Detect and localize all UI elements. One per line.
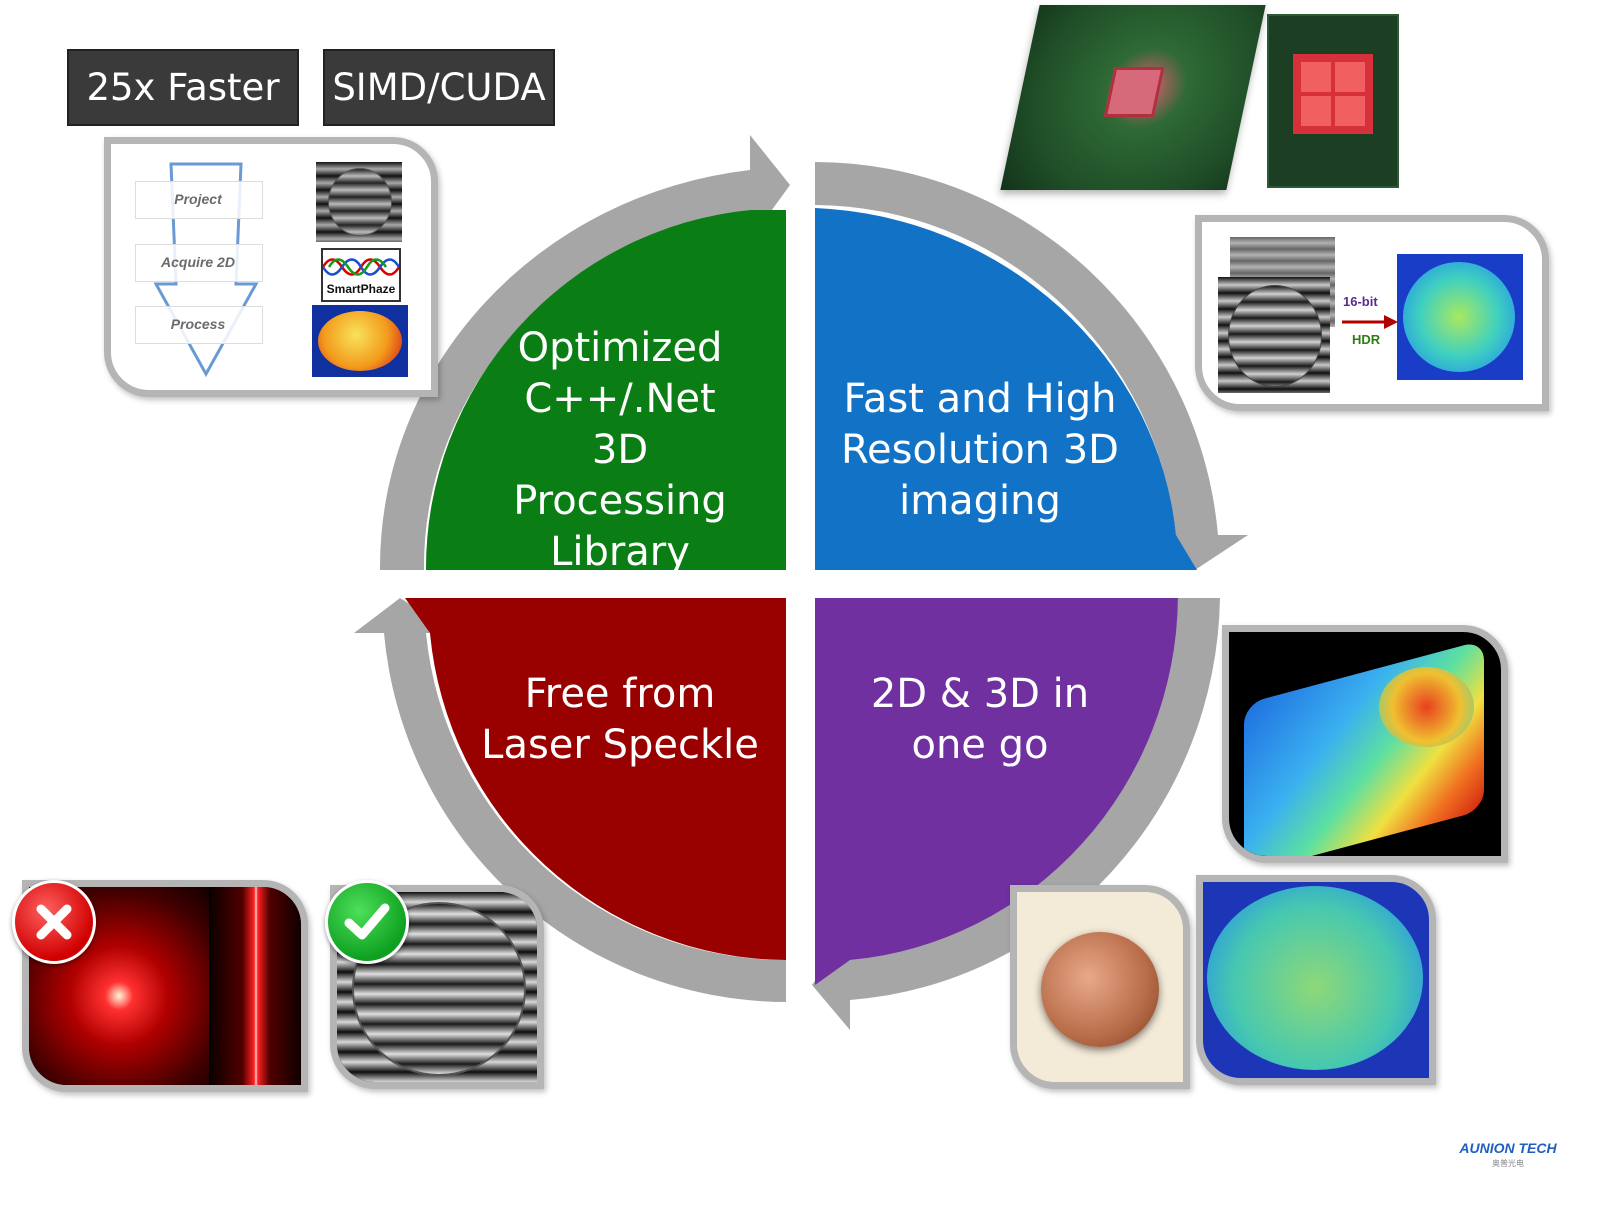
hdr-coin-image (1397, 254, 1523, 380)
x-icon (12, 880, 96, 964)
coin-3d-relief-image (1207, 886, 1423, 1070)
quadrant-bottom-left-label: Free from Laser Speckle (481, 671, 759, 768)
quadrant-bottom-left (405, 598, 786, 960)
quadrant-top-left (425, 210, 786, 570)
pipeline-step-box (135, 306, 263, 344)
coin-photo-panel (1010, 885, 1190, 1089)
quadrant-top-left-label: Optimized C++/.Net 3D Processing Library (513, 324, 727, 575)
pipeline-step-acquire: Acquire 2D (161, 254, 235, 270)
fringe-pattern-image (316, 162, 402, 242)
brand-sub: 奥普光电 (1492, 1159, 1524, 1168)
pipeline-step-box (135, 181, 263, 219)
hdr-mode-label: HDR (1352, 332, 1381, 347)
speckle-line-image (211, 887, 301, 1085)
pcb-3d-image (1000, 5, 1266, 190)
pipeline-panel: Project Acquire 2D Process SmartPhaze (104, 137, 438, 397)
quadrant-top-right (815, 208, 1197, 570)
smartphaze-logo-text: SmartPhaze (326, 282, 396, 296)
brand-logo: AUNION TECH (1459, 1140, 1557, 1156)
pipeline-step-process: Process (170, 316, 226, 332)
coin-3d-image (312, 305, 408, 377)
quadrant-bottom-right (815, 598, 1178, 985)
arrow-top-right (815, 162, 1248, 570)
pipeline-step-project: Project (174, 191, 222, 207)
arrow-top-left (379, 135, 790, 570)
pipeline-step-box (135, 244, 263, 282)
hdr-panel: 16-bit HDR (1195, 215, 1549, 411)
coin-3d-panel (1196, 875, 1436, 1085)
tag-25x-faster: 25x Faster (67, 49, 299, 126)
fringe-coin-image (1218, 277, 1330, 393)
arrow-right-icon (1342, 315, 1398, 329)
check-icon (325, 880, 409, 964)
quadrant-top-right-label: Fast and High Resolution 3D imaging (841, 375, 1119, 524)
quadrant-bottom-right-label: 2D & 3D in one go (870, 671, 1090, 768)
pcb-2d-image (1267, 14, 1399, 188)
cycle-diagram (354, 135, 1248, 1030)
hdr-bit-label: 16-bit (1343, 294, 1378, 309)
coin-photo-image (1041, 932, 1159, 1047)
surface-3d-panel (1222, 625, 1508, 863)
arrow-bottom-left (354, 598, 786, 1002)
tag-simd-cuda: SIMD/CUDA (323, 49, 555, 126)
smartphaze-logo: SmartPhaze (321, 248, 401, 302)
